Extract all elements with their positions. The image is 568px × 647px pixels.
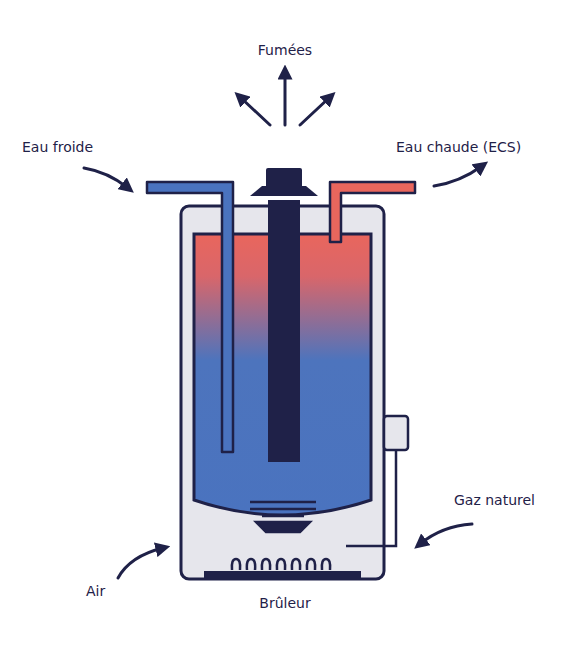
hot-water-label: Eau chaude (ECS) <box>396 139 521 156</box>
air-label: Air <box>86 583 105 600</box>
cold-water-pipe <box>147 182 233 452</box>
cold-water-label: Eau froide <box>22 139 93 156</box>
burner <box>204 502 361 578</box>
hot-water-pipe <box>330 182 415 242</box>
flue-pipe <box>268 200 300 462</box>
smoke-label: Fumées <box>258 42 312 59</box>
gas-line <box>346 450 396 546</box>
burner-label: Brûleur <box>259 595 310 612</box>
gas-valve <box>384 416 408 450</box>
flue-cap <box>266 168 302 188</box>
gas-label: Gaz naturel <box>454 492 535 509</box>
